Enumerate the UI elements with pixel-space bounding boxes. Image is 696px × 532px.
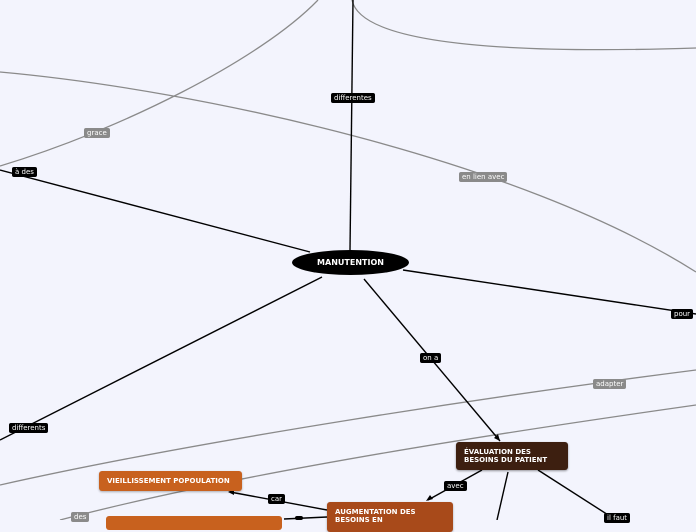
central-topic[interactable]: MANUTENTION xyxy=(292,250,409,275)
arrowhead-evaluation xyxy=(494,434,500,441)
branch-differents xyxy=(0,276,323,441)
label-adapter[interactable]: adapter xyxy=(593,379,627,389)
topic-vieillissement[interactable]: VIEILLISSEMENT POPOULATION xyxy=(99,471,242,491)
label-avec[interactable]: avec xyxy=(444,481,467,491)
branch-evaluation-down xyxy=(496,471,509,520)
branch-differentes xyxy=(349,0,354,251)
relation-curve-top-right xyxy=(351,0,696,51)
branch-pour xyxy=(402,269,696,315)
topic-evaluation-besoins[interactable]: ÉVALUATION DES BESOINS DU PATIENT xyxy=(456,442,568,470)
label-a-des[interactable]: à des xyxy=(12,167,37,177)
label-grace[interactable]: grace xyxy=(84,128,110,138)
branch-il-faut xyxy=(537,469,617,520)
relation-curve-lower xyxy=(59,404,696,520)
label-en-lien-avec[interactable]: en lien avec xyxy=(459,172,508,182)
branch-a-des xyxy=(0,169,311,253)
arrowhead-augmentation xyxy=(426,495,433,501)
relation-curve-grace xyxy=(0,0,319,167)
label-on-a[interactable]: on a xyxy=(420,353,442,363)
label-differents[interactable]: differents xyxy=(9,423,49,433)
branch-lower-left xyxy=(283,516,328,520)
topic-partial-bottom[interactable] xyxy=(106,516,282,530)
label-car[interactable]: car xyxy=(268,494,286,504)
central-topic-label: MANUTENTION xyxy=(317,258,384,267)
label-pour[interactable]: pour xyxy=(671,309,694,319)
topic-augmentation-besoins[interactable]: AUGMENTATION DES BESOINS EN xyxy=(327,502,453,532)
topic-augmentation-label: AUGMENTATION DES BESOINS EN xyxy=(335,508,416,524)
label-il-faut[interactable]: il faut xyxy=(604,513,631,523)
topic-evaluation-label: ÉVALUATION DES BESOINS DU PATIENT xyxy=(464,448,548,464)
mind-map-connections xyxy=(0,0,696,520)
topic-vieillissement-label: VIEILLISSEMENT POPOULATION xyxy=(107,477,230,485)
relation-curve-en-lien-avec xyxy=(0,71,696,273)
label-differentes[interactable]: differentes xyxy=(331,93,375,103)
label-des[interactable]: des xyxy=(71,512,90,522)
label-partial-bottom[interactable] xyxy=(295,516,303,520)
